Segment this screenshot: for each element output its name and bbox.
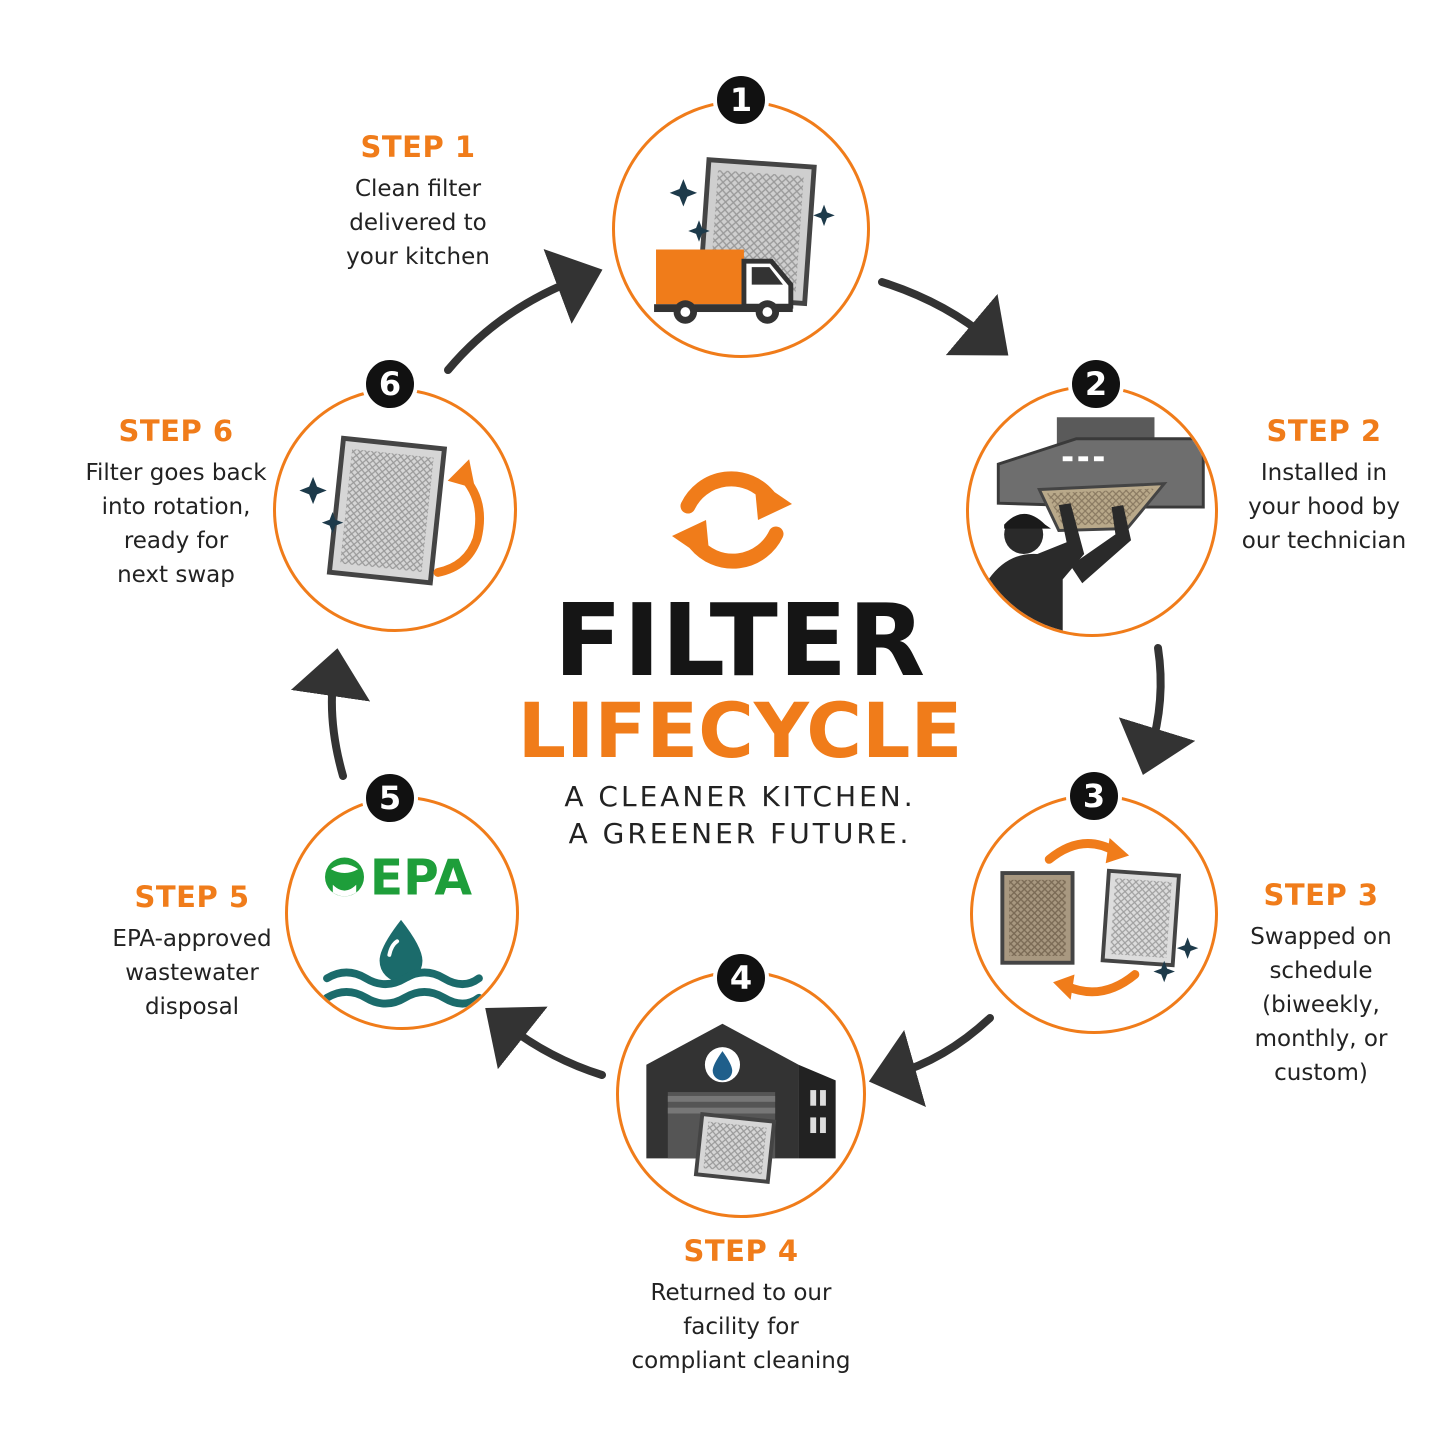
step-2-caption: STEP 2 Installed in your hood by our tec… xyxy=(1222,414,1426,558)
tagline-line-2: A GREENER FUTURE. xyxy=(568,817,912,850)
delivery-truck-icon xyxy=(654,157,835,324)
step-1-circle xyxy=(612,100,870,358)
arrow-5-to-6 xyxy=(290,648,371,780)
step-3-circle xyxy=(970,794,1218,1034)
step-3-badge: 3 xyxy=(1066,768,1122,824)
title-filter: FILTER xyxy=(553,582,927,699)
hood-technician-icon xyxy=(988,417,1205,634)
step-1-badge: 1 xyxy=(713,72,769,128)
arrow-1-to-2 xyxy=(878,278,1009,356)
step-5-badge: 5 xyxy=(362,770,418,826)
step-1-label: STEP 1 xyxy=(360,130,476,164)
step-1-description: Clean filter delivered to your kitchen xyxy=(346,176,490,270)
rotation-filter-icon xyxy=(299,435,484,586)
epa-water-icon: EPA xyxy=(323,850,483,1008)
facility-icon xyxy=(646,1023,836,1184)
recycle-icon xyxy=(672,471,792,569)
step-4-caption: STEP 4 Returned to our facility for comp… xyxy=(606,1234,876,1378)
step-5-label: STEP 5 xyxy=(134,880,250,914)
step-4-circle xyxy=(616,970,866,1218)
step-2-badge: 2 xyxy=(1068,356,1124,412)
step-2-description: Installed in your hood by our technician xyxy=(1241,460,1407,554)
step-5-caption: STEP 5 EPA-approved wastewater disposal xyxy=(92,880,292,1024)
title-lifecycle: LIFECYCLE xyxy=(517,686,963,775)
svg-text:EPA: EPA xyxy=(370,850,472,906)
step-6-caption: STEP 6 Filter goes back into rotation, r… xyxy=(70,414,282,592)
step-2-circle xyxy=(966,385,1218,637)
arrow-3-to-4 xyxy=(868,1014,994,1107)
step-6-circle xyxy=(273,388,517,632)
step-6-badge: 6 xyxy=(362,356,418,412)
step-5-circle: EPA xyxy=(285,796,519,1030)
tagline-line-1: A CLEANER KITCHEN. xyxy=(564,780,916,813)
step-1-caption: STEP 1 Clean filter delivered to your ki… xyxy=(296,130,540,274)
step-2-label: STEP 2 xyxy=(1266,414,1382,448)
step-3-label: STEP 3 xyxy=(1263,878,1379,912)
step-4-description: Returned to our facility for compliant c… xyxy=(631,1280,851,1374)
epa-leaf-logo-icon xyxy=(325,857,364,897)
step-3-caption: STEP 3 Swapped on schedule (biweekly, mo… xyxy=(1226,878,1416,1090)
step-4-badge: 4 xyxy=(713,950,769,1006)
step-4-label: STEP 4 xyxy=(683,1234,799,1268)
swap-filters-icon xyxy=(1000,837,1199,1000)
arrow-2-to-3 xyxy=(1118,644,1196,775)
step-5-description: EPA-approved wastewater disposal xyxy=(112,926,272,1020)
step-6-description: Filter goes back into rotation, ready fo… xyxy=(85,460,267,588)
arrow-4-to-5 xyxy=(485,1006,606,1079)
step-3-description: Swapped on schedule (biweekly, monthly, … xyxy=(1250,924,1392,1086)
arrow-6-to-1 xyxy=(444,248,603,374)
step-6-label: STEP 6 xyxy=(118,414,234,448)
